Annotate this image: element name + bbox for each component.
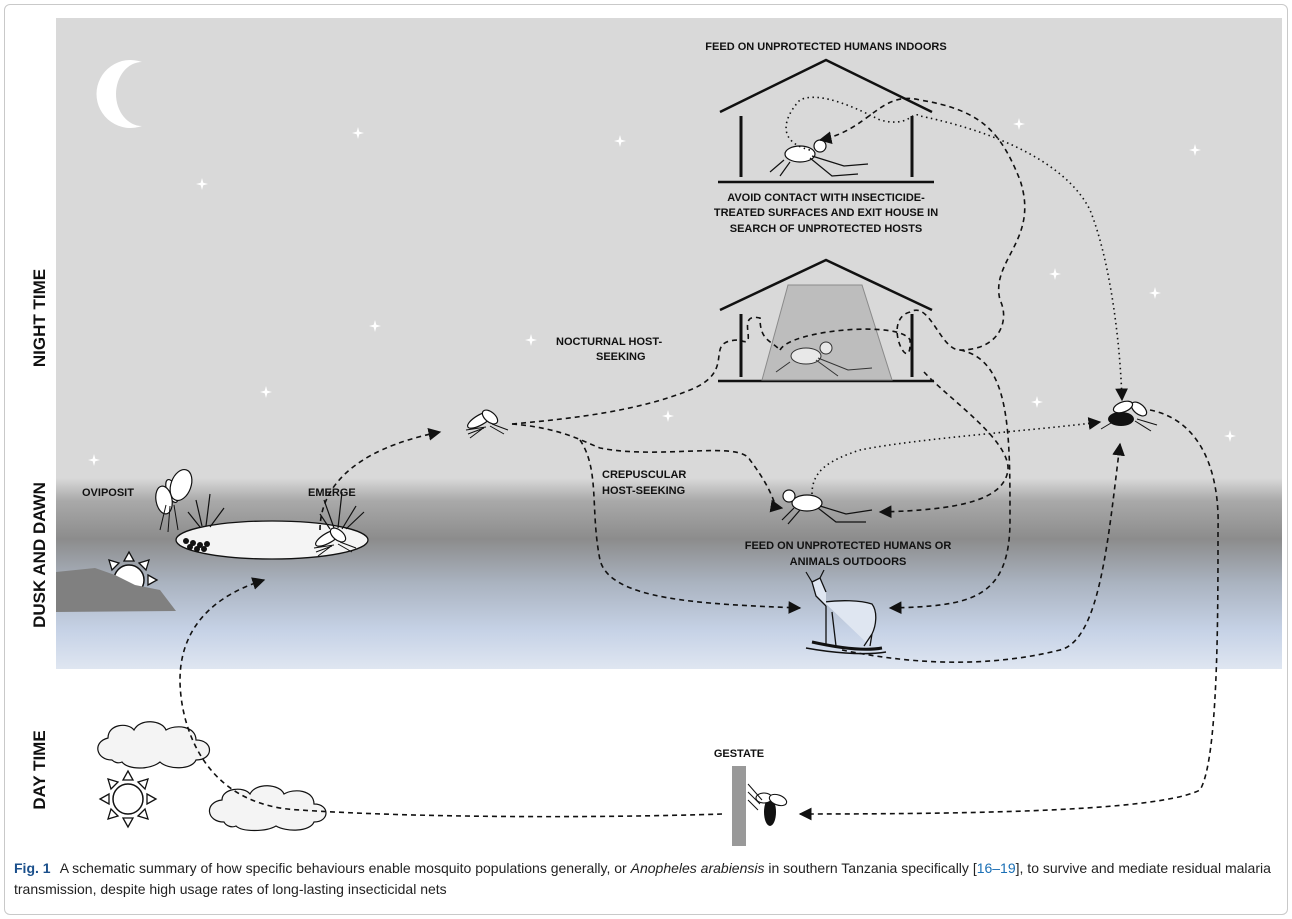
night-sky-band [56, 18, 1282, 480]
figure-caption: Fig. 1 A schematic summary of how specif… [14, 858, 1276, 900]
caption-text-b: in southern Tanzania specifically [768, 860, 969, 876]
label-feed-outdoors-1: FEED ON UNPROTECTED HUMANS OR [745, 540, 952, 552]
exit-path-animal [888, 349, 1011, 615]
band-label-day: DAY TIME [30, 730, 49, 809]
label-avoid-3: SEARCH OF UNPROTECTED HOSTS [730, 223, 923, 235]
egg-cluster-icon [183, 538, 210, 552]
caption-text-a: A schematic summary of how specific beha… [59, 860, 627, 876]
gestate-to-oviposit-path [179, 577, 723, 818]
reed-icon [187, 493, 225, 528]
label-avoid-2: TREATED SURFACES AND EXIT HOUSE IN [714, 207, 938, 219]
label-emerge: EMERGE [308, 487, 356, 499]
flight-paths [179, 96, 1219, 821]
ovipositing-mosquito-icon [155, 468, 193, 533]
crepuscular-path [511, 423, 784, 513]
label-gestate: GESTATE [714, 748, 764, 760]
label-crepuscular-1: CREPUSCULAR [602, 469, 686, 481]
breeding-pond [175, 520, 369, 560]
reed-icon [319, 491, 365, 530]
moon-icon [96, 60, 142, 128]
fed-to-gestate-path [798, 409, 1219, 821]
cloud-icon [208, 785, 327, 832]
gestating-mosquito-icon [747, 783, 788, 826]
dusk-dawn-band [56, 478, 1282, 669]
caption-text-c: , to survive and mediate residual malari… [14, 860, 1271, 897]
figure-frame [4, 4, 1288, 915]
outdoor-human-icon [781, 489, 873, 525]
caption-ref-open: [ [972, 860, 977, 876]
cloud-icon [97, 721, 211, 769]
human-under-net-icon [775, 341, 873, 377]
label-feed-outdoors-2: ANIMALS OUTDOORS [790, 556, 907, 568]
behaviour-diagram: NIGHT TIME DUSK AND DAWN DAY TIME [30, 18, 1282, 846]
blood-fed-mosquito-icon [1100, 400, 1158, 432]
hill-shape [56, 568, 176, 612]
label-feed-indoors: FEED ON UNPROTECTED HUMANS INDOORS [705, 41, 946, 53]
crepuscular-path-animal [579, 439, 802, 614]
house-insecticide-treated-icon [718, 258, 934, 383]
animal-to-fed-path [841, 442, 1125, 663]
label-avoid-1: AVOID CONTACT WITH INSECTICIDE- [727, 192, 925, 204]
caption-ref-close: ] [1015, 860, 1020, 876]
cattle-icon [805, 569, 887, 655]
band-label-dusk-dawn: DUSK AND DAWN [30, 482, 49, 628]
band-label-night: NIGHT TIME [30, 269, 49, 367]
resting-post [732, 766, 746, 846]
emerge-path [319, 427, 442, 531]
label-oviposit: OVIPOSIT [82, 487, 134, 499]
label-nocturnal-2: SEEKING [596, 351, 646, 363]
label-crepuscular-2: HOST-SEEKING [602, 485, 685, 497]
caption-fig-label: Fig. 1 [14, 860, 51, 876]
day-sun-icon [99, 770, 157, 828]
caption-reference-link[interactable]: 16–19 [976, 860, 1016, 876]
caption-species: Anopheles arabiensis [630, 860, 765, 876]
label-nocturnal-1: NOCTURNAL HOST- [556, 336, 662, 348]
indoor-feeding-path [779, 97, 1026, 355]
